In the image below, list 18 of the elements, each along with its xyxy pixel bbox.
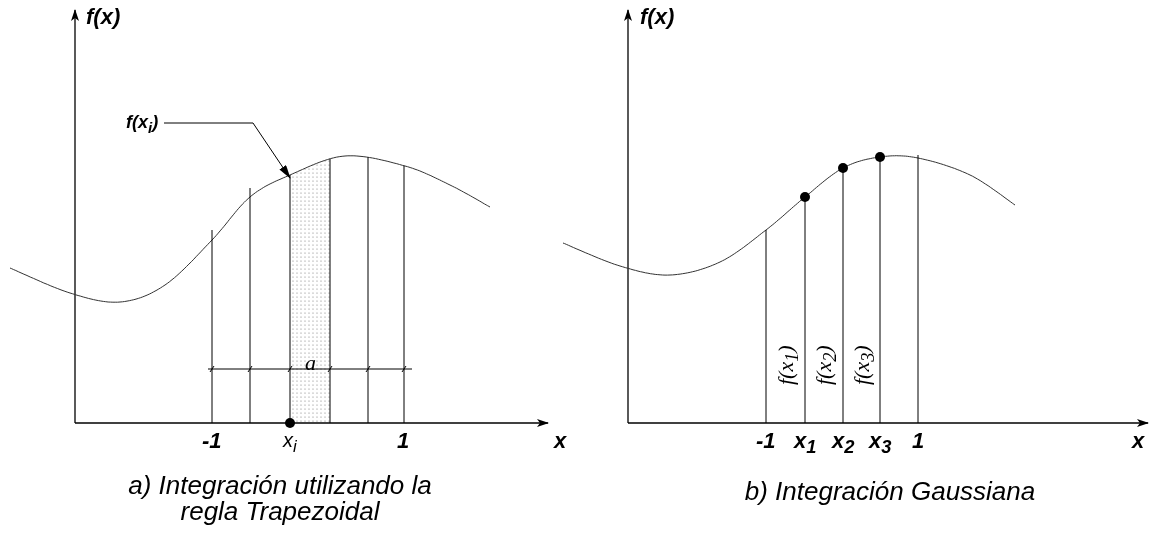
tick-label: x$_{1}$	[794, 430, 817, 457]
dimension-label: a	[305, 352, 316, 374]
leader-line	[163, 122, 291, 179]
axis-label: x	[1132, 430, 1145, 452]
axis-label: f(x)	[640, 6, 675, 28]
tick-label: 1	[397, 430, 410, 452]
callout-label: f(x$_{i}$)	[126, 113, 159, 135]
tick-label: -1	[202, 430, 222, 452]
tick-label: x$_{2}$	[832, 430, 855, 457]
shaded-strip	[290, 158, 330, 423]
caption: a) Integración utilizando la regla Trapezoidal	[127, 472, 433, 524]
tick-label: 1	[912, 430, 925, 452]
tick-label: x$_{3}$	[869, 430, 892, 457]
tick-label: -1	[756, 430, 776, 452]
axis-label: f(x)	[86, 6, 121, 28]
tick-label: x$_{i}$	[283, 430, 297, 456]
axis-label: x	[554, 430, 567, 452]
caption: b) Integración Gaussiana	[743, 478, 1037, 504]
